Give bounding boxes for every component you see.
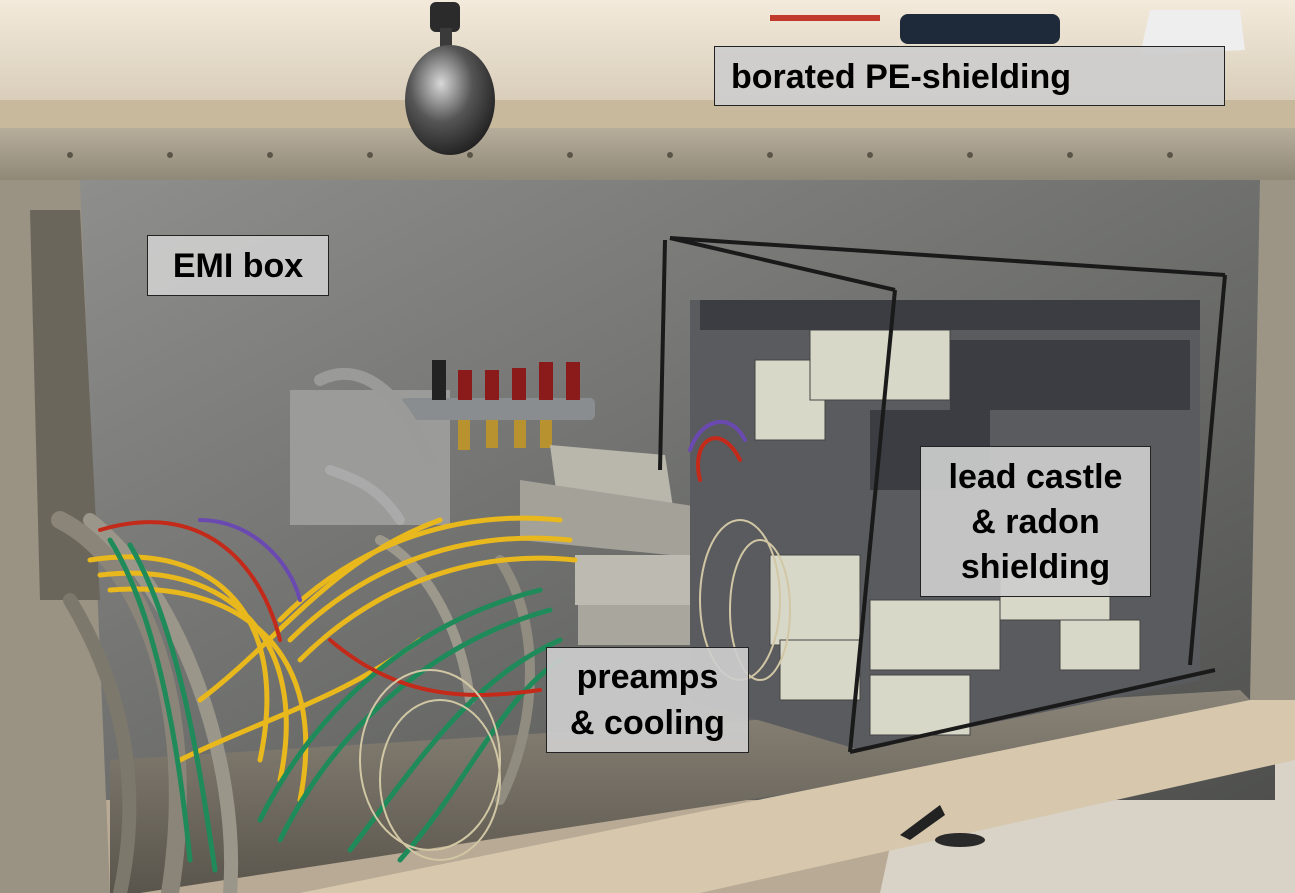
label-lead-castle-line2: & radon [971, 503, 1100, 541]
label-lead-castle: lead castle & radon shielding [920, 446, 1151, 597]
label-borated-pe-shielding: borated PE-shielding [714, 46, 1225, 106]
label-borated-pe-shielding-text: borated PE-shielding [731, 58, 1072, 96]
label-preamps-line2: & cooling [570, 704, 725, 742]
label-lead-castle-line1: lead castle [948, 458, 1123, 496]
label-emi-box-text: EMI box [172, 247, 304, 285]
label-lead-castle-line3: shielding [960, 548, 1111, 586]
label-emi-box: EMI box [147, 235, 329, 296]
label-preamps: preamps & cooling [546, 647, 749, 753]
label-preamps-line1: preamps [576, 658, 719, 696]
